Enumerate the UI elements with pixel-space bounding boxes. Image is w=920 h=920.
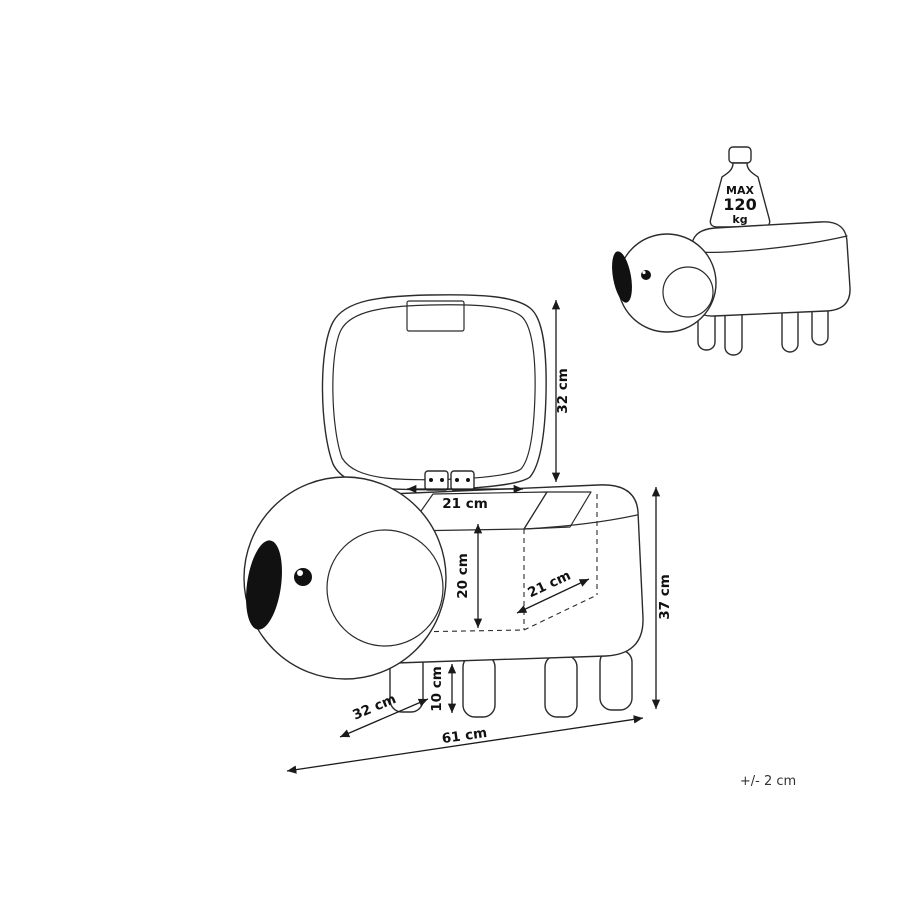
dog-muzzle xyxy=(326,529,444,647)
stool-leg xyxy=(544,654,578,718)
small-dog-ear xyxy=(612,251,632,303)
tolerance-label: +/- 2 cm xyxy=(740,774,796,789)
dim-arrow-interior-depth xyxy=(516,578,590,614)
dog-eye xyxy=(294,568,312,586)
stool-leg xyxy=(599,649,633,711)
dim-interior-height-label: 20 cm xyxy=(455,553,471,599)
small-stool-figure xyxy=(612,221,851,356)
small-stool-seat-edge xyxy=(693,235,848,253)
main-stool-figure xyxy=(243,294,644,718)
hinge-plate xyxy=(450,470,475,491)
max-load-label: MAX xyxy=(726,184,754,197)
small-dog-eye xyxy=(641,270,651,280)
small-stool-body xyxy=(691,221,851,317)
dim-depth-label: 32 cm xyxy=(350,691,398,724)
dog-head xyxy=(243,476,447,680)
dim-opening-width-label: 21 cm xyxy=(442,496,488,512)
dim-arrow-width xyxy=(286,715,644,774)
stool-leg xyxy=(462,654,496,718)
hinge-screw xyxy=(429,478,433,482)
small-dog-head xyxy=(617,233,717,333)
hinge-screw xyxy=(440,478,444,482)
hinge-plate xyxy=(424,470,449,491)
dim-width-label: 61 cm xyxy=(441,725,488,747)
dim-total-height-label: 37 cm xyxy=(657,574,673,620)
max-load-figure: MAX 120 kg xyxy=(612,146,851,356)
weight-knob xyxy=(728,146,752,164)
hinge-screw xyxy=(466,478,470,482)
hinge-screw xyxy=(455,478,459,482)
weight-icon: MAX 120 kg xyxy=(709,146,771,228)
dog-eye-highlight xyxy=(297,570,303,576)
dim-leg-height-label: 10 cm xyxy=(429,666,445,712)
stool-lid-open xyxy=(321,294,547,491)
dim-lid-height-label: 32 cm xyxy=(555,368,571,414)
lid-support-flap xyxy=(523,491,592,530)
max-load-unit: kg xyxy=(732,213,747,226)
dog-ear xyxy=(246,540,282,630)
small-dog-eye-highlight xyxy=(642,270,646,275)
max-load-value: 120 xyxy=(723,195,756,214)
small-dog-muzzle xyxy=(662,266,714,318)
lid-label-patch xyxy=(406,300,465,332)
